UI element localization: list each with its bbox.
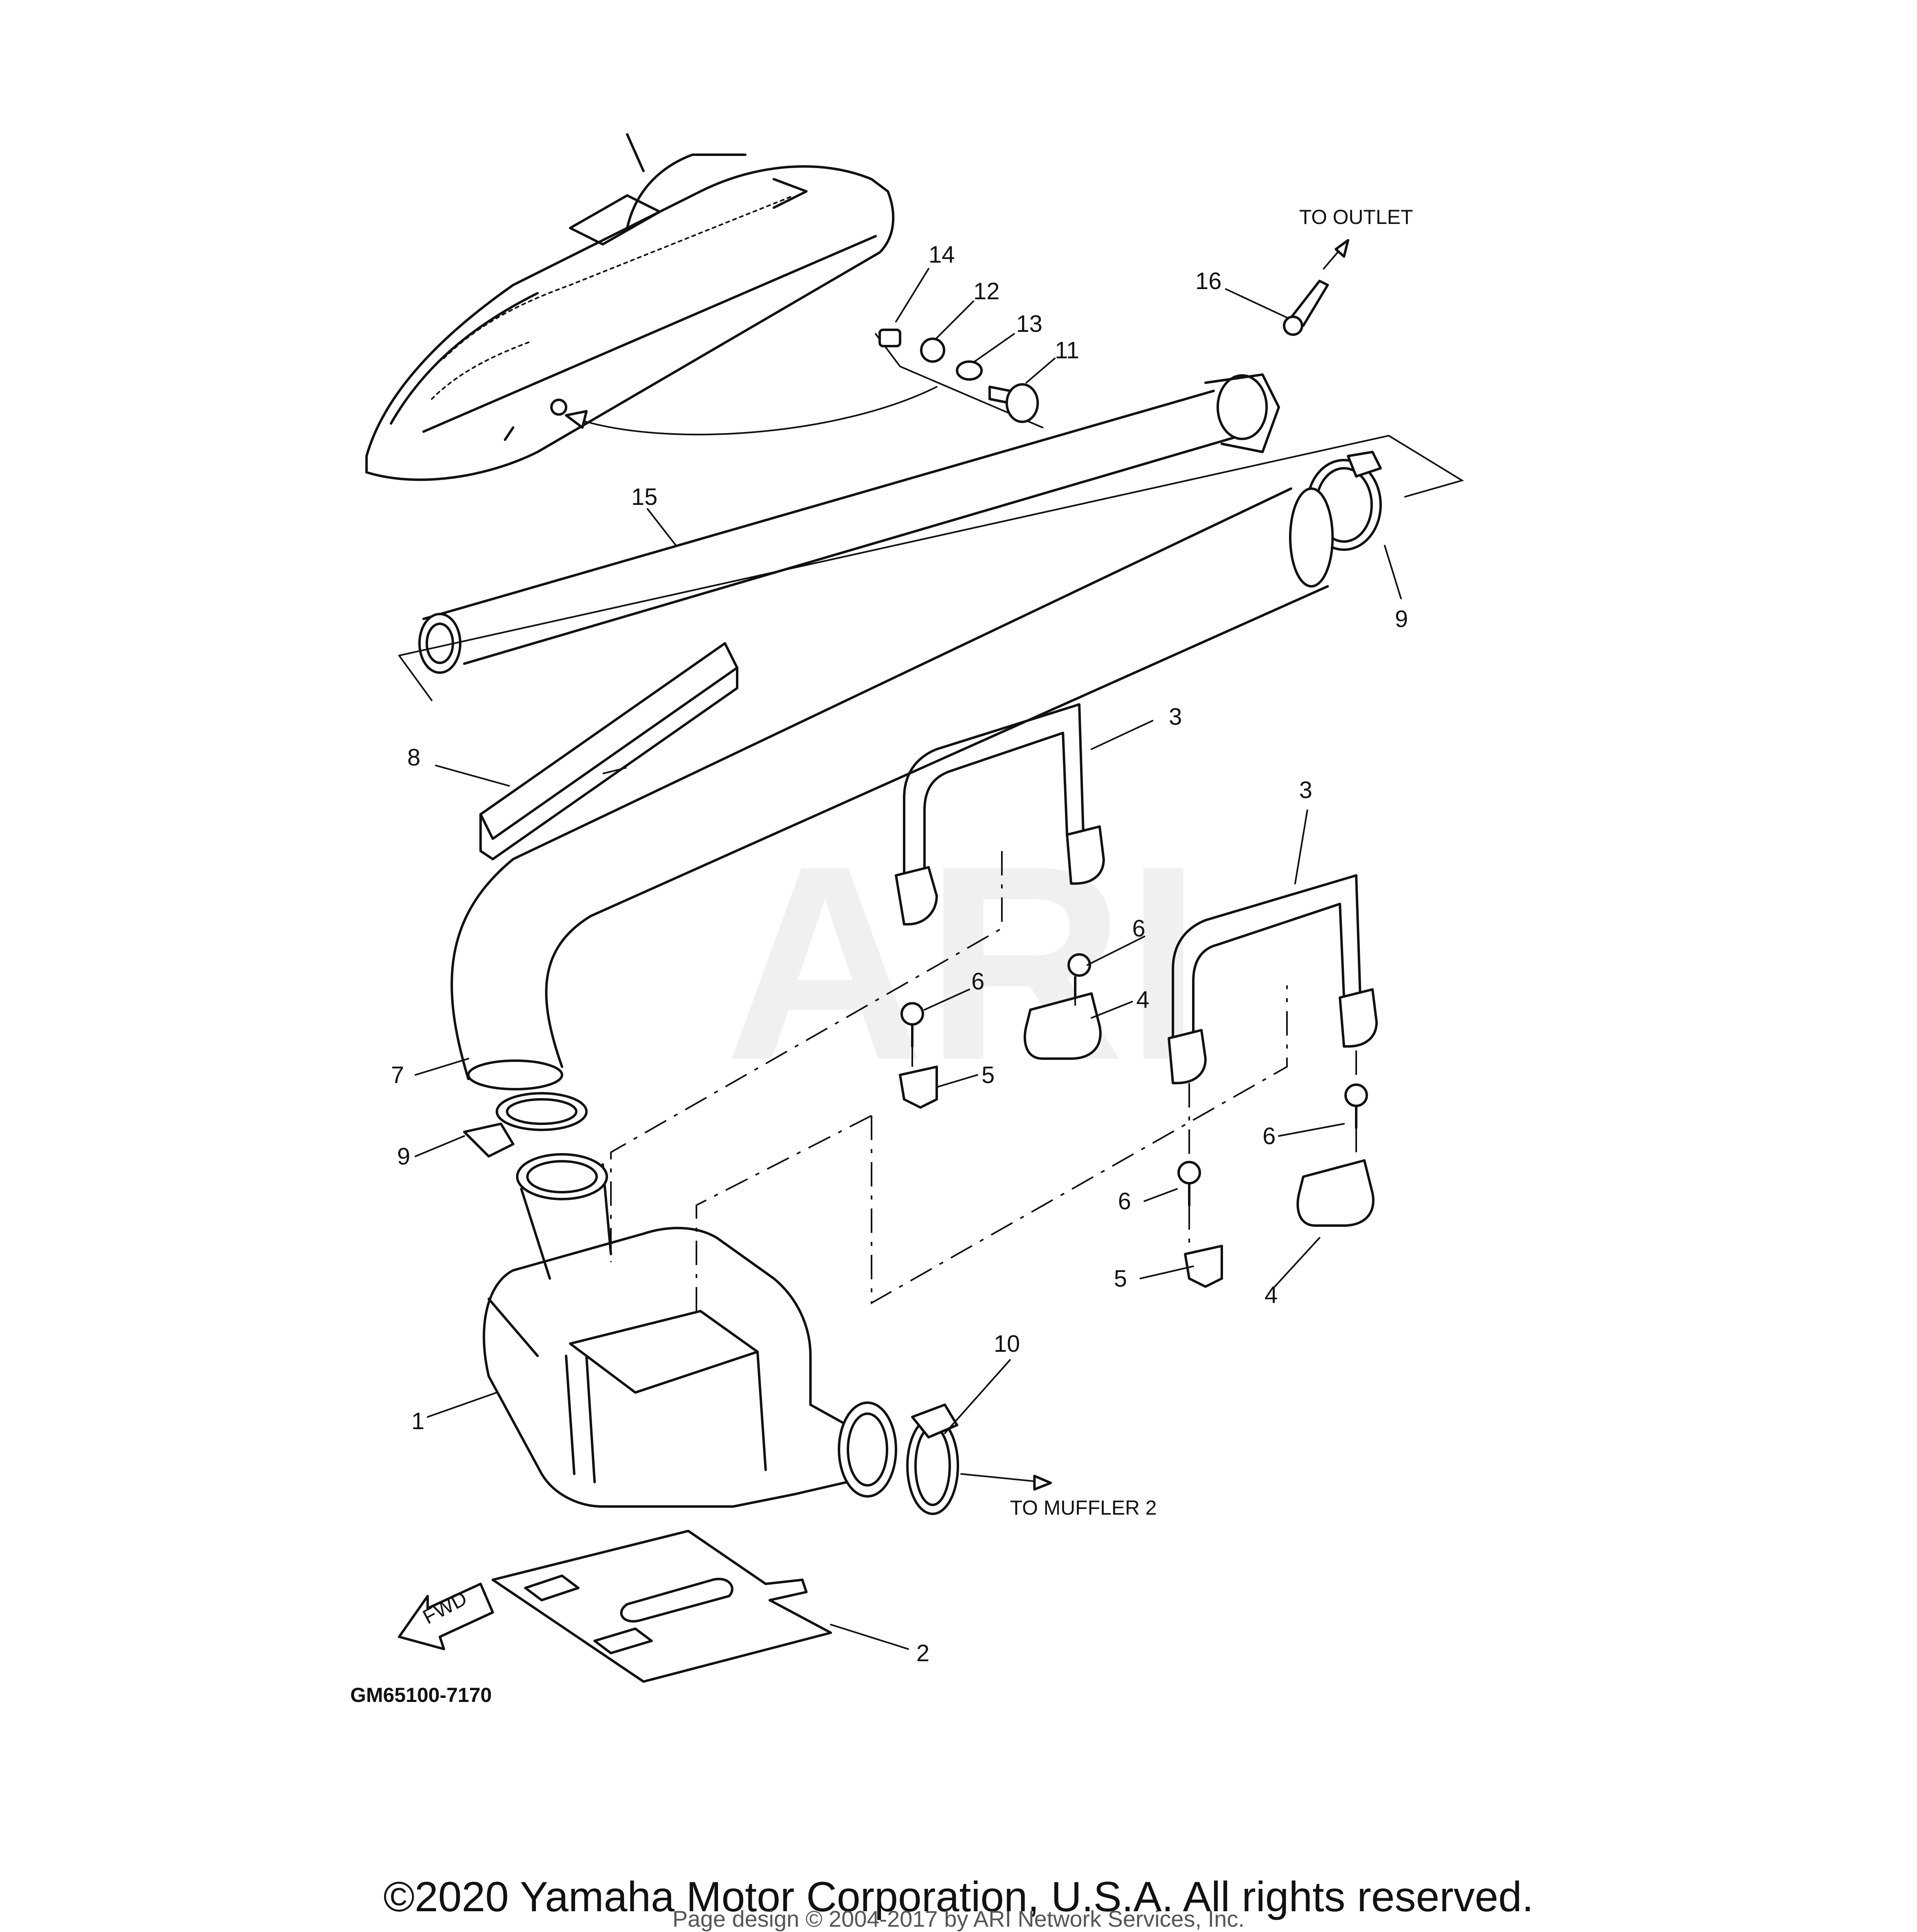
callout-14: 14 [929,241,955,268]
callout-6-c: 6 [1118,1188,1131,1215]
callout-9-upper: 9 [1395,606,1408,632]
band-3-lower [1168,874,1378,1084]
nut-12 [920,338,945,363]
bolt-6-c [1177,1161,1201,1206]
hose-7 [450,487,1334,1090]
callout-9-lower: 9 [397,1143,410,1170]
callout-16: 16 [1195,268,1222,294]
washer-13 [956,360,983,381]
callout-5-lower: 5 [1114,1265,1127,1292]
plate-2 [492,1530,832,1683]
clamp-14 [878,329,901,347]
callout-10: 10 [994,1331,1020,1357]
to-muffler2-arrowhead [1033,1475,1052,1491]
ari-watermark: ARI [725,808,1202,1118]
to-muffler2-arrow [960,1473,1043,1483]
callout-15: 15 [631,484,658,510]
to-muffler2-label: TO MUFFLER 2 [1010,1496,1157,1519]
muffler-1 [483,1153,897,1508]
hull-fitting-leader [578,386,938,436]
leader-lines [415,268,1402,1650]
callout-11: 11 [1055,337,1079,364]
callout-8: 8 [407,744,420,771]
bracket-5-lower [1184,1245,1223,1288]
callout-1: 1 [411,1408,424,1434]
alignment-lines [610,851,1357,1311]
watercraft-illustration [365,133,895,481]
callout-2: 2 [916,1640,929,1667]
callout-6-d: 6 [1263,1123,1276,1149]
callout-4-upper: 4 [1136,987,1149,1013]
fitting-set [875,329,1043,428]
clamp-9-lower [463,1092,588,1158]
copyright-notice: ©2020 Yamaha Motor Corporation, U.S.A. A… [383,1873,1534,1921]
callout-12: 12 [973,278,1000,305]
diagram-code: GM65100-7170 [350,1684,492,1706]
hose-15-guide [398,434,1464,701]
callout-5-upper: 5 [982,1062,995,1088]
callout-6-b: 6 [971,968,984,995]
bolt-6-d [1344,1083,1368,1129]
callout-4-lower: 4 [1265,1282,1278,1308]
callout-3-upper: 3 [1169,704,1182,730]
callout-7: 7 [391,1062,404,1088]
nipple-16 [1283,239,1349,336]
bracket-5-upper [899,1066,938,1109]
leader-arrowhead [565,410,588,429]
clamp-10 [906,1403,959,1515]
callout-3-lower: 3 [1299,777,1312,803]
callout-6-a: 6 [1132,915,1145,942]
bolt-6-a [1067,953,1091,999]
hose-15 [418,373,1280,674]
fwd-arrow-icon: FWD [398,1583,494,1650]
page-design-credit: Page design © 2004-2017 by ARI Network S… [672,1906,1245,1932]
damper-4-upper [1023,992,1102,1060]
damper-4-lower [1296,1159,1375,1227]
cap-11 [1006,383,1039,423]
pad-8 [479,642,738,860]
callout-13: 13 [1016,311,1043,337]
bolt-6-b [900,1002,924,1048]
to-outlet-label: TO OUTLET [1299,206,1413,228]
band-3-upper [895,703,1105,925]
